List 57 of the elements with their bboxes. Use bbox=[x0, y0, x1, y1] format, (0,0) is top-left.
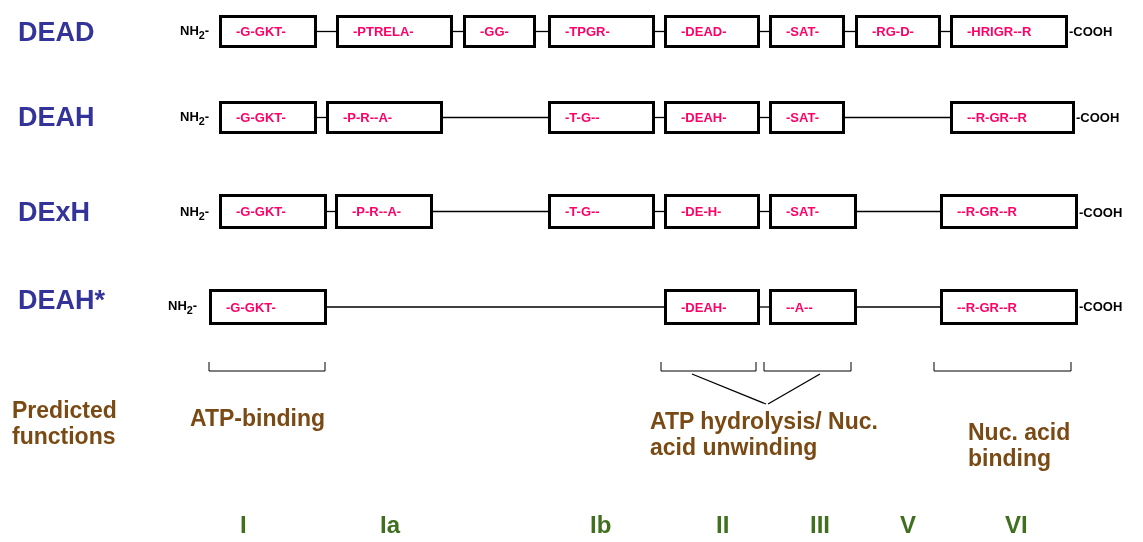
row-label: DExH bbox=[18, 196, 91, 228]
motif-box: --R-GR--R bbox=[940, 194, 1078, 229]
motif-box: -G-GKT- bbox=[209, 289, 327, 325]
leader-line bbox=[767, 373, 821, 405]
terminus-label: -COOH bbox=[1076, 110, 1120, 126]
motif-box: -G-GKT- bbox=[219, 194, 327, 229]
motif-box: -T-G-- bbox=[548, 101, 655, 134]
motif-numeral: III bbox=[810, 511, 830, 539]
motif-box: --R-GR--R bbox=[950, 101, 1075, 134]
terminus-label: -COOH bbox=[1079, 299, 1123, 315]
linker-line bbox=[432, 210, 549, 213]
linker-line bbox=[844, 116, 951, 119]
motif-box: -P-R--A- bbox=[335, 194, 433, 229]
motif-numeral: V bbox=[900, 511, 916, 539]
linker-line bbox=[326, 306, 665, 308]
motif-box: -DE-H- bbox=[664, 194, 760, 229]
motif-box: -DEAD- bbox=[664, 15, 760, 48]
terminus-label: -COOH bbox=[1079, 205, 1123, 221]
motif-box: -T-G-- bbox=[548, 194, 655, 229]
terminus-label: -COOH bbox=[1069, 24, 1113, 40]
motif-numeral: I bbox=[240, 511, 247, 539]
motif-box: --A-- bbox=[769, 289, 857, 325]
leader-line bbox=[691, 373, 767, 405]
motif-box: -SAT- bbox=[769, 194, 857, 229]
motif-numeral: Ib bbox=[590, 511, 612, 539]
motif-box: -GG- bbox=[463, 15, 536, 48]
function-label: Predicted functions bbox=[12, 396, 118, 450]
motif-box: -P-R--A- bbox=[326, 101, 443, 134]
motif-numeral: VI bbox=[1005, 511, 1028, 539]
motif-box: -G-GKT- bbox=[219, 101, 317, 134]
function-label: Nuc. acid binding bbox=[968, 418, 1072, 472]
linker-line bbox=[442, 116, 549, 119]
motif-box: -SAT- bbox=[769, 101, 845, 134]
motif-box: -DEAH- bbox=[664, 101, 760, 134]
function-label: ATP-binding bbox=[190, 405, 325, 432]
row-label: DEAH* bbox=[18, 284, 105, 316]
motif-box: -PTRELA- bbox=[336, 15, 453, 48]
row-label: DEAD bbox=[18, 16, 95, 48]
motif-box: -RG-D- bbox=[855, 15, 941, 48]
linker-line bbox=[759, 306, 770, 308]
motif-numeral: II bbox=[716, 511, 730, 539]
linker-line bbox=[316, 30, 337, 33]
terminus-label: NH$_{2}$- bbox=[180, 204, 210, 222]
motif-box: -TPGR- bbox=[548, 15, 655, 48]
motif-box: -HRIGR--R bbox=[950, 15, 1068, 48]
motif-box: -G-GKT- bbox=[219, 15, 317, 48]
terminus-label: NH$_{2}$- bbox=[168, 298, 198, 316]
motif-box: -SAT- bbox=[769, 15, 845, 48]
motif-numeral: Ia bbox=[380, 511, 400, 539]
function-label: ATP hydrolysis/ Nuc. acid unwinding bbox=[650, 408, 900, 461]
linker-line bbox=[856, 210, 941, 213]
motif-box: --R-GR--R bbox=[940, 289, 1078, 325]
terminus-label: NH$_{2}$- bbox=[180, 23, 210, 41]
row-label: DEAH bbox=[18, 101, 95, 133]
terminus-label: NH$_{2}$- bbox=[180, 109, 210, 127]
motif-box: -DEAH- bbox=[664, 289, 760, 325]
linker-line bbox=[856, 306, 941, 308]
